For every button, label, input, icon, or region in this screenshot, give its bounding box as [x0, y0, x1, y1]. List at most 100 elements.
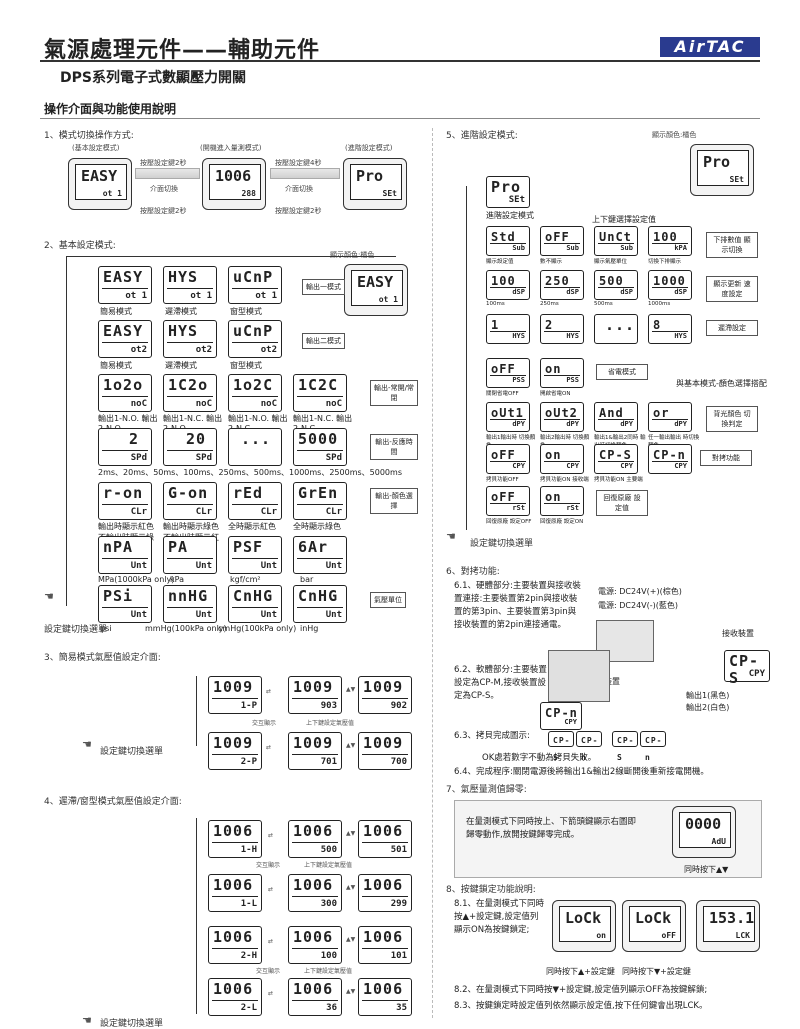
s2r1-lb: 遲滯模式 — [165, 307, 197, 316]
s2r4-times: 2ms、20ms、50ms、100ms、250ms、500ms、1000ms、2… — [98, 468, 402, 477]
s6-o2: 輸出2(白色) — [686, 703, 730, 712]
s2r5-box: 輸出-顏色選擇 — [370, 488, 418, 514]
s6-done-2: CP-n — [576, 731, 602, 762]
s2r6-la: MPa(1000kPa only) — [98, 575, 175, 584]
s2r4-c-ellipsis: ... — [228, 428, 282, 466]
s2r1-lc: 窗型模式 — [230, 307, 262, 316]
s4-l1b: 交互顯示 — [256, 968, 281, 975]
s5r3-box: 遲滯設定 — [706, 320, 758, 336]
s8-t83: 8.3、按鍵鎖定時設定值列依然顯示設定值,按下任何鍵會出現LCK。 — [454, 1001, 708, 1011]
s6-t63: 6.3、拷貝完成圖示: — [454, 731, 530, 741]
s3-swap-icon: ⇄ — [266, 688, 272, 695]
s2-color-note: 顯示顏色:橘色 — [330, 251, 375, 259]
s5r2-lc: 500ms — [594, 301, 613, 307]
s2-loop-top — [66, 256, 396, 257]
brand-logo: AirTAC — [660, 37, 760, 57]
s3-title: 3、簡易模式氣壓值設定介面: — [44, 653, 161, 663]
s8-c2: 同時按下▼+設定鍵 — [622, 967, 691, 976]
s1-note-4: 按壓設定鍵4秒 — [275, 159, 322, 167]
s5r4-la: 關閉省電OFF — [486, 391, 519, 397]
s4-updown-icon: ▲▼ — [346, 830, 356, 837]
s5r5-box: 背光顏色 切換判定 — [706, 406, 758, 432]
pointer-hand-icon-3: ☚ — [82, 1014, 92, 1027]
s2r7-lb: mmHg(100kPa only) — [145, 624, 227, 633]
s6-t61: 6.1、硬體部分:主要裝置與接收裝置連接:主要裝置第2pin與接收裝置的第3pi… — [454, 581, 581, 630]
s2-foot: 設定鍵切換選單 — [44, 625, 108, 635]
s6-o1: 輸出1(黑色) — [686, 691, 730, 700]
s5r4-lb: 開啟省電ON — [540, 391, 571, 397]
s3-updown-icon-2: ▲▼ — [346, 742, 356, 749]
s1-arrow-2 — [270, 168, 340, 179]
s1-note-2: 介面切換 — [150, 185, 178, 193]
s7-title: 7、氣壓量測值歸零: — [446, 785, 527, 795]
s4-title: 4、遲滯/窗型模式氣壓值設定介面: — [44, 797, 182, 807]
s3-updown-icon: ▲▼ — [346, 686, 356, 693]
pointer-hand-icon-4: ☚ — [446, 530, 456, 543]
s2r2-la: 簡易模式 — [100, 361, 132, 370]
s5r4-note: 與基本模式-顏色選擇搭配 — [676, 379, 767, 388]
section-heading: 操作介面與功能使用說明 — [44, 102, 177, 116]
s7-cap: 同時按下▲▼ — [684, 865, 729, 874]
s5r1-top: 上下鍵選擇設定值 — [592, 215, 656, 224]
s2r7-lc: cmHg(100kPa only) — [218, 624, 297, 633]
s2r2-lc: 窗型模式 — [230, 361, 262, 370]
s7-text: 在量測模式下同時按上、下箭頭鍵顯示右圖即歸零動作,放開按鍵歸零完成。 — [466, 817, 637, 840]
s4-swap-icon: ⇄ — [268, 938, 274, 945]
header-rule — [40, 60, 760, 62]
s8-c1: 同時按下▲+設定鍵 — [546, 967, 615, 976]
s5-loop-line — [466, 186, 467, 530]
s5r7-la: 回復原廠 設定OFF — [486, 519, 532, 525]
s6-p2: 電源: DC24V(-)(藍色) — [598, 601, 679, 610]
s2r5-ld: 全時顯示綠色 — [293, 522, 341, 531]
page-title: 氣源處理元件——輔助元件 — [44, 38, 321, 63]
s5r1-lc: 顯示氣壓單位 — [594, 259, 628, 265]
s5r1-lb: 數不顯示 — [540, 259, 563, 265]
s1-measure-label: (開機進入量測模式) — [200, 144, 262, 152]
s1-note-3: 按壓設定鍵2秒 — [140, 207, 187, 215]
s2r3-box: 輸出-常開/常閉 — [370, 380, 418, 406]
s4-l2b: 上下鍵設定氣壓值 — [304, 968, 353, 975]
s5r2-ld: 1000ms — [648, 301, 671, 307]
s5-head-label: 進階設定模式 — [486, 211, 534, 220]
s4-updown-icon: ▲▼ — [346, 936, 356, 943]
s5r1-la: 顯示設定值 — [486, 259, 514, 265]
pointer-hand-icon-2: ☚ — [82, 738, 92, 751]
s8-title: 8、按鍵鎖定功能說明: — [446, 885, 536, 895]
s1-basic-label: (基本設定模式) — [72, 144, 120, 152]
s4-l1: 交互顯示 — [256, 862, 281, 869]
s1-note-6: 按壓設定鍵2秒 — [275, 207, 322, 215]
